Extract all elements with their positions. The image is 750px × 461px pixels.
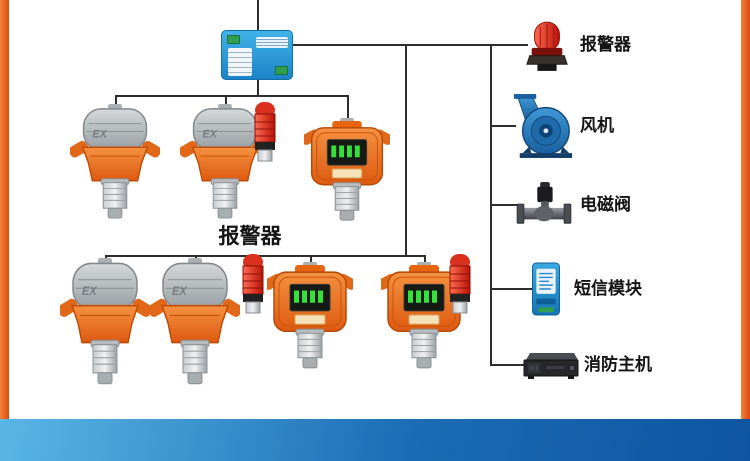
module-terminal-block xyxy=(227,35,240,44)
fire-control-host-icon xyxy=(522,346,580,382)
detector-ex-marking: EX xyxy=(202,128,217,140)
line-stub-valve xyxy=(490,204,520,206)
gas-detector-dome-icon: EX xyxy=(70,104,160,222)
detector-ex-marking: EX xyxy=(172,285,188,297)
line-drop-r1a xyxy=(115,95,117,109)
red-sounder-icon xyxy=(252,102,278,164)
module-label-plate xyxy=(228,48,252,76)
gas-detector-display-icon xyxy=(267,262,353,372)
gas-detector-display-icon xyxy=(304,118,390,224)
line-top-right xyxy=(293,44,490,46)
line-drop-r2d xyxy=(424,255,426,267)
fan-blower-icon xyxy=(512,94,574,158)
gas-detector-dome-icon: EX xyxy=(60,258,150,388)
module-text-strip xyxy=(256,37,288,48)
line-top-feed xyxy=(257,0,259,30)
line-stub-alarm xyxy=(490,44,528,46)
gas-detector-dome-icon: EX xyxy=(180,104,270,222)
alarm-beacon-icon xyxy=(524,20,570,72)
line-drop-r1c xyxy=(347,95,349,121)
right-accent-bar xyxy=(741,0,750,461)
line-stub-fan xyxy=(490,125,516,127)
output-label-fan: 风机 xyxy=(580,116,614,135)
line-feed-row2 xyxy=(405,44,407,257)
gas-detector-display-icon xyxy=(381,262,467,372)
sms-module-icon xyxy=(530,262,562,316)
output-label-host: 消防主机 xyxy=(584,355,652,374)
signal-converter-module-icon xyxy=(221,30,293,80)
solenoid-valve-icon xyxy=(516,182,572,228)
output-label-valve: 电磁阀 xyxy=(580,195,631,214)
line-bus-row2 xyxy=(105,255,426,257)
line-drop-r2c xyxy=(310,255,312,267)
gas-detector-dome-icon: EX xyxy=(150,258,240,388)
detectors-group-label: 报警器 xyxy=(218,225,282,248)
line-bus-row1 xyxy=(115,95,349,97)
bottom-banner xyxy=(0,419,750,461)
left-accent-bar xyxy=(0,0,9,461)
line-module-drop xyxy=(257,80,259,97)
line-stub-sms xyxy=(490,288,532,290)
line-stub-host xyxy=(490,364,524,366)
detector-ex-marking: EX xyxy=(92,128,107,140)
red-sounder-icon xyxy=(447,254,473,316)
detector-ex-marking: EX xyxy=(82,285,98,297)
red-sounder-icon xyxy=(240,254,266,316)
output-label-alarm: 报警器 xyxy=(580,35,631,54)
module-terminal-block xyxy=(275,66,288,75)
output-label-sms: 短信模块 xyxy=(574,279,642,298)
line-drop-r1b xyxy=(225,95,227,109)
